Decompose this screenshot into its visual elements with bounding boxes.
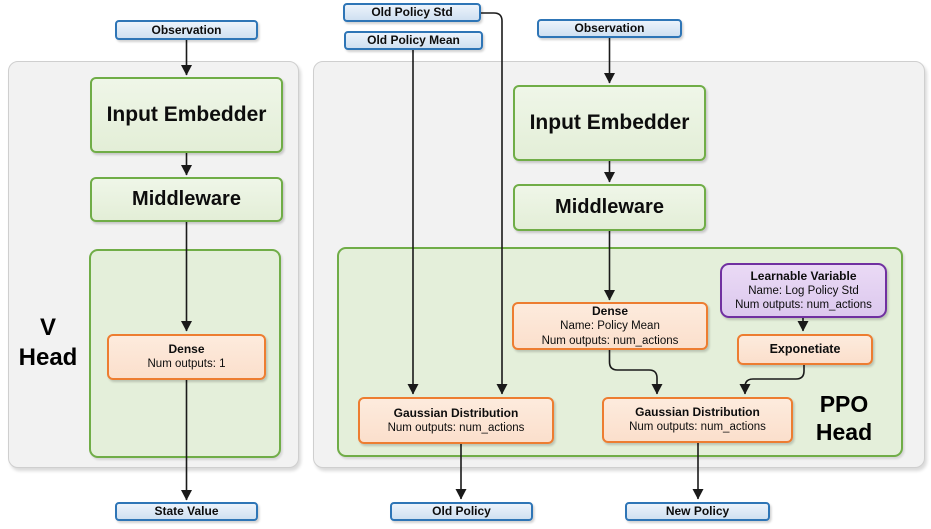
dense-layer-v: Dense Num outputs: 1 (107, 334, 266, 380)
gaussian-distribution-new: Gaussian Distribution Num outputs: num_a… (602, 397, 793, 443)
input-embedder-ppo: Input Embedder (513, 85, 706, 161)
middleware-v: Middleware (90, 177, 283, 222)
input-embedder-v: Input Embedder (90, 77, 283, 153)
observation-input-v: Observation (115, 20, 258, 40)
gaussian-distribution-old: Gaussian Distribution Num outputs: num_a… (358, 397, 554, 444)
exponetiate-layer: Exponetiate (737, 334, 873, 365)
middleware-ppo: Middleware (513, 184, 706, 231)
v-head-label: V Head (18, 314, 78, 371)
ppo-head-label: PPO Head (815, 391, 873, 446)
old-policy-std-input: Old Policy Std (343, 3, 481, 22)
dense-layer-policy-mean: Dense Name: Policy Mean Num outputs: num… (512, 302, 708, 350)
old-policy-output: Old Policy (390, 502, 533, 521)
state-value-output: State Value (115, 502, 258, 521)
old-policy-mean-input: Old Policy Mean (344, 31, 483, 50)
learnable-variable: Learnable Variable Name: Log Policy Std … (720, 263, 887, 318)
new-policy-output: New Policy (625, 502, 770, 521)
observation-input-ppo: Observation (537, 19, 682, 38)
